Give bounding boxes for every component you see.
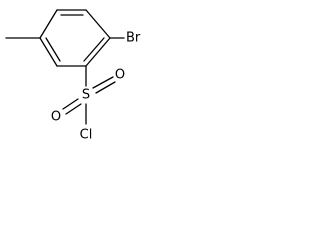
bromine-label: Br (126, 31, 141, 46)
sulfur-oxygen-top-bond-2 (95, 81, 116, 94)
ring-bond-c1-c2 (85, 9, 111, 39)
structure-diagram: Br S O O Cl (5, 9, 141, 143)
oxygen-bottom-label: O (51, 110, 61, 125)
ring-double-bond-c6-c1 (83, 37, 105, 62)
sulfur-oxygen-top-bond-1 (92, 76, 114, 89)
ring-double-bond-c4-c5 (45, 37, 61, 62)
ring-bond-c3-c4 (39, 9, 58, 39)
chlorine-label: Cl (80, 128, 93, 143)
benzene-ring (39, 9, 111, 67)
sulfur-label: S (82, 88, 90, 103)
sulfur-oxygen-bottom-bond-2 (65, 103, 82, 115)
sulfur-oxygen-bottom-bond-1 (62, 98, 79, 110)
ring-bond-c6-c1 (85, 37, 111, 67)
ring-bond-c4-c5 (39, 37, 58, 67)
oxygen-top-label: O (115, 68, 125, 83)
